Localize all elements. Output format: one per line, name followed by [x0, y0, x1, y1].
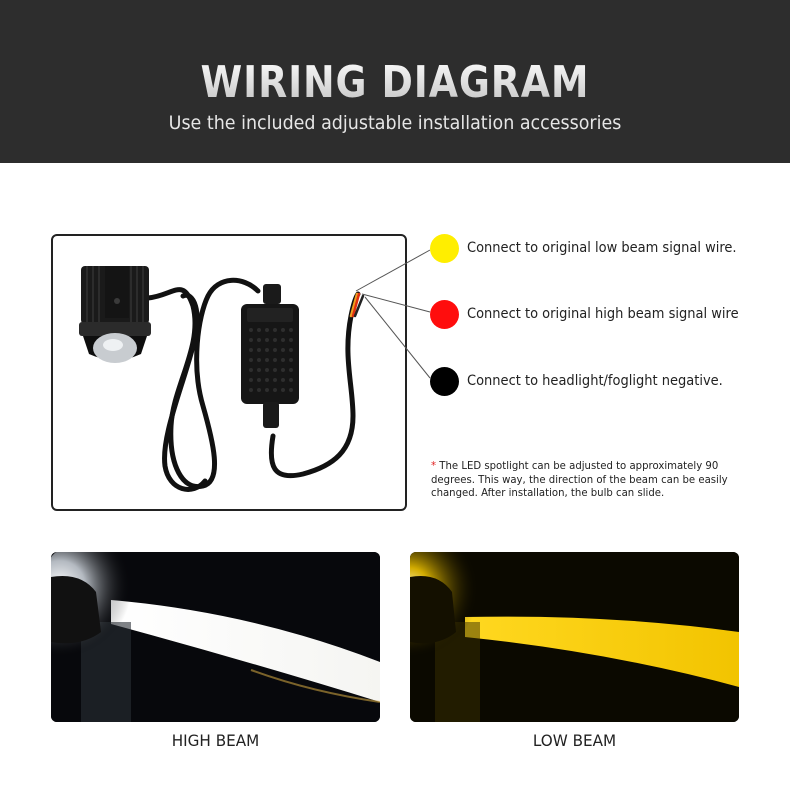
installation-note: * The LED spotlight can be adjusted to a… — [431, 459, 735, 500]
legend-label: Connect to original high beam signal wir… — [467, 306, 739, 322]
high-beam-caption: HIGH BEAM — [171, 731, 260, 750]
legend-label: Connect to headlight/foglight negative. — [467, 373, 723, 389]
control-box — [241, 284, 299, 428]
yellow-wire-dot — [430, 233, 459, 263]
high-beam-photo — [51, 552, 380, 722]
page-subtitle: Use the included adjustable installation… — [168, 112, 622, 134]
product-illustration — [79, 266, 365, 492]
spotlight-body — [79, 266, 151, 363]
note-asterisk: * — [431, 459, 437, 472]
legend-negative: Connect to headlight/foglight negative. — [430, 366, 742, 396]
legend-high-beam: Connect to original high beam signal wir… — [430, 299, 759, 329]
black-wire-dot — [430, 366, 459, 396]
low-beam-photo — [410, 552, 739, 722]
legend-label: Connect to original low beam signal wire… — [467, 240, 737, 256]
low-beam-caption: LOW BEAM — [532, 731, 617, 750]
product-photo-frame — [51, 234, 407, 511]
red-wire-dot — [430, 299, 459, 329]
header-banner: WIRING DIAGRAM Use the included adjustab… — [0, 0, 790, 163]
page-title: WIRING DIAGRAM — [55, 55, 734, 111]
legend-low-beam: Connect to original low beam signal wire… — [430, 233, 757, 263]
note-text: The LED spotlight can be adjusted to app… — [431, 459, 728, 499]
